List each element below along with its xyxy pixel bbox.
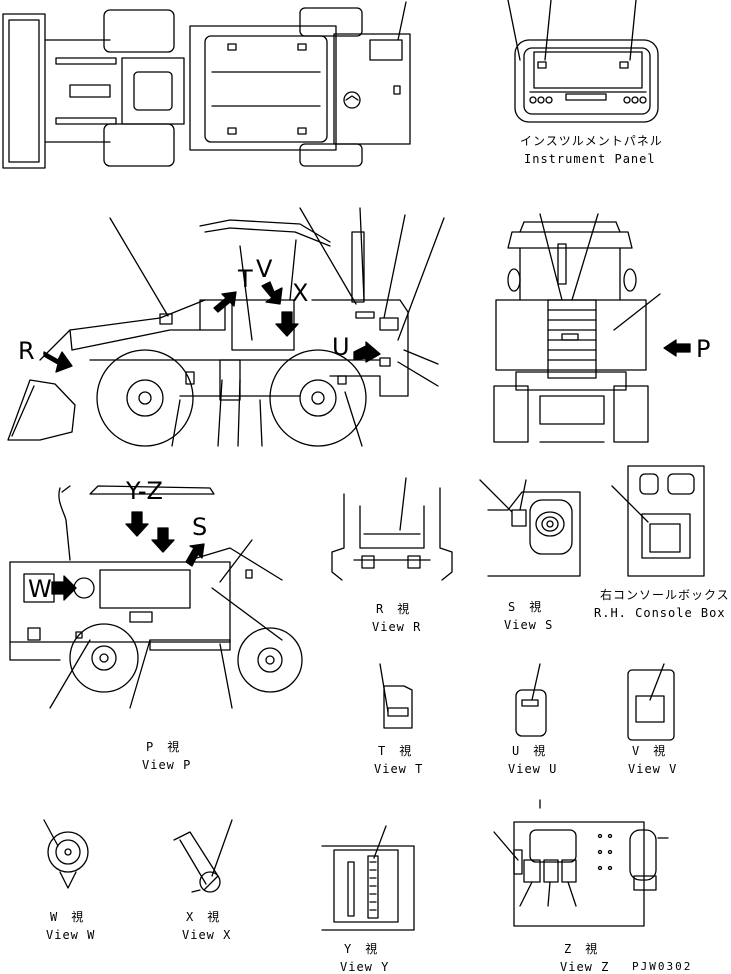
view-letter-t: T (238, 265, 253, 293)
view-s-drawing (479, 479, 581, 577)
machine-front-view (493, 213, 661, 443)
view-z-caption-jp: Z 視 (564, 942, 599, 956)
machine-side-view (7, 207, 445, 447)
view-x-drawing (173, 819, 233, 893)
view-p-caption-jp: P 視 (146, 740, 181, 754)
view-u-caption-en: View U (508, 762, 558, 776)
view-w-drawing (43, 819, 89, 889)
instrument-panel-drawing (507, 0, 659, 123)
view-t-caption-jp: T 視 (378, 744, 413, 758)
view-s-caption-jp: S 視 (508, 600, 543, 614)
view-v-caption-jp: V 視 (632, 744, 667, 758)
view-letter-s: S (192, 513, 208, 541)
arrow-s (185, 543, 205, 567)
view-t-drawing (379, 663, 413, 729)
view-w-caption-jp: W 視 (50, 910, 85, 924)
view-letter-p: P (696, 335, 711, 363)
view-y-drawing (321, 825, 415, 931)
view-p-drawing (9, 485, 303, 709)
console-box-caption-jp: 右コンソールボックス (600, 588, 730, 602)
view-r-drawing (331, 477, 453, 581)
view-letter-v: V (256, 255, 273, 283)
view-w-caption-en: View W (46, 928, 96, 942)
arrow-w (51, 575, 77, 601)
view-s-caption-en: View S (504, 618, 554, 632)
view-x-caption-en: View X (182, 928, 232, 942)
drawing-code: PJW0302 (632, 960, 693, 973)
console-box-drawing (611, 465, 705, 577)
arrow-t (213, 291, 237, 313)
view-x-caption-jp: X 視 (186, 910, 221, 924)
console-box-caption-en: R.H. Console Box (594, 606, 726, 620)
view-y-caption-jp: Y 視 (344, 942, 379, 956)
arrow-x (275, 311, 299, 337)
view-letter-x: X (292, 279, 309, 307)
instrument-panel-caption-en: Instrument Panel (524, 152, 656, 166)
instrument-panel-caption-jp: インスツルメントパネル (520, 134, 663, 148)
view-z-drawing (493, 799, 669, 927)
view-y-caption-en: View Y (340, 960, 390, 974)
arrow-u (353, 341, 381, 363)
view-letter-u: U (332, 333, 350, 361)
view-r-caption-en: View R (372, 620, 422, 634)
view-r-caption-jp: R 視 (376, 602, 411, 616)
view-u-drawing (515, 663, 547, 737)
view-p-caption-en: View P (142, 758, 192, 772)
view-letter-y-z: Y-Z (126, 477, 163, 505)
view-u-caption-jp: U 視 (512, 744, 547, 758)
view-letter-w: W (28, 575, 52, 603)
arrow-v (261, 281, 283, 305)
view-v-drawing (627, 663, 675, 741)
arrow-p (663, 339, 691, 357)
arrow-z (151, 527, 175, 553)
arrow-r (43, 351, 73, 373)
view-v-caption-en: View V (628, 762, 678, 776)
view-t-caption-en: View T (374, 762, 424, 776)
view-letter-r: R (18, 337, 35, 365)
view-z-caption-en: View Z (560, 960, 610, 974)
machine-top-view (2, 1, 411, 169)
arrow-y (125, 511, 149, 537)
